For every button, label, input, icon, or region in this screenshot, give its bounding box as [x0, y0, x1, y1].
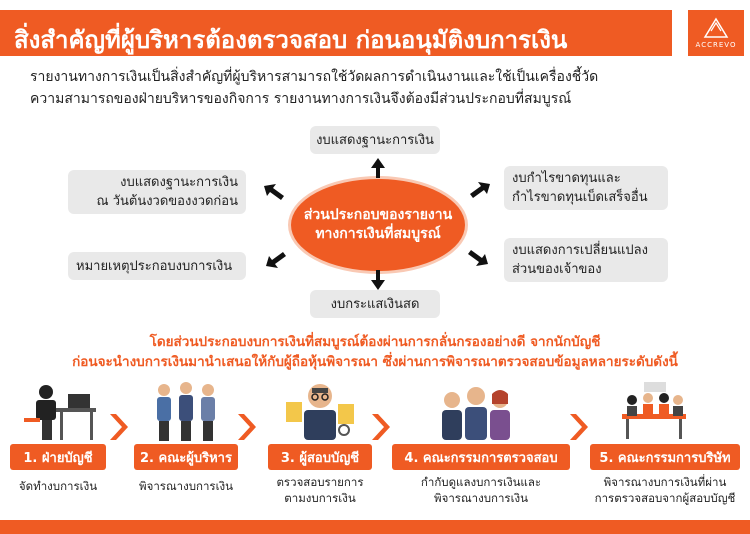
bottom-bar [0, 520, 750, 534]
process-intro-line: โดยส่วนประกอบงบการเงินที่สมบูรณ์ต้องผ่าน… [149, 334, 601, 350]
intro-line: รายงานทางการเงินเป็นสิ่งสำคัญที่ผู้บริหา… [30, 69, 599, 85]
component-label: งบกำไรขาดทุนและ [512, 171, 621, 186]
step-1-label: 1. ฝ่ายบัญชี [10, 444, 106, 470]
step-2-description: พิจารณางบการเงิน [128, 478, 244, 494]
arrow-upright-icon [470, 182, 490, 198]
component-label: งบแสดงฐานะการเงิน [120, 175, 238, 190]
step-3-description: ตรวจสอบรายการ ตามงบการเงิน [262, 474, 378, 506]
step-desc-line: พิจารณางบการเงิน [139, 479, 233, 493]
component-label: งบกระแสเงินสด [330, 296, 420, 312]
step-3-label: 3. ผู้สอบบัญชี [268, 444, 372, 470]
component-label: ส่วนของเจ้าของ [512, 262, 602, 277]
intro-line: ความสามารถของฝ่ายบริหารของกิจการ รายงานท… [30, 91, 572, 107]
chevron-right-icon [110, 414, 128, 440]
auditor-icon [286, 384, 354, 440]
process-intro-line: ก่อนจะนำงบการเงินมานำเสนอให้กับผู้ถือหุ้… [72, 354, 678, 370]
component-notes: หมายเหตุประกอบงบการเงิน [68, 252, 246, 280]
step-desc-line: จัดทำงบการเงิน [18, 479, 98, 493]
component-label: หมายเหตุประกอบงบการเงิน [76, 258, 233, 274]
intro-paragraph: รายงานทางการเงินเป็นสิ่งสำคัญที่ผู้บริหา… [30, 66, 730, 110]
component-balance-sheet: งบแสดงฐานะการเงิน [310, 126, 440, 154]
component-label: ณ วันต้นงวดของงวดก่อน [96, 194, 239, 209]
step-5-label: 5. คณะกรรมการบริษัท [590, 444, 740, 470]
logo-mark-icon [703, 17, 729, 38]
arrow-upleft-icon [264, 184, 284, 200]
brand-logo: ACCREVO [688, 10, 744, 56]
step-desc-line: พิจารณางบการเงินที่ผ่าน [603, 475, 727, 489]
step-1-description: จัดทำงบการเงิน [10, 478, 106, 494]
accountant-icon [24, 385, 96, 440]
logo-text: ACCREVO [695, 41, 737, 49]
step-4-description: กำกับดูแลงบการเงินและ พิจารณางบการเงิน [392, 474, 570, 506]
arrow-downright-icon [468, 250, 488, 266]
step-desc-line: ตรวจสอบรายการ [276, 475, 364, 489]
step-4-label: 4. คณะกรรมการตรวจสอบ [392, 444, 570, 470]
step-2-label: 2. คณะผู้บริหาร [134, 444, 238, 470]
component-label: กำไรขาดทุนเบ็ดเสร็จอื่น [512, 190, 648, 205]
arrow-down-icon [371, 270, 385, 290]
center-label: ส่วนประกอบของรายงานทางการเงินที่สมบูรณ์ [303, 207, 453, 242]
chevron-right-icon [570, 414, 588, 440]
component-opening-balance-sheet: งบแสดงฐานะการเงิน ณ วันต้นงวดของงวดก่อน [68, 170, 246, 214]
page-title: สิ่งสำคัญที่ผู้บริหารต้องตรวจสอบ ก่อนอนุ… [14, 26, 568, 54]
component-equity-changes: งบแสดงการเปลี่ยนแปลง ส่วนของเจ้าของ [504, 238, 668, 282]
center-hub: ส่วนประกอบของรายงานทางการเงินที่สมบูรณ์ [288, 176, 468, 274]
component-label: งบแสดงฐานะการเงิน [316, 132, 434, 148]
chevron-right-icon [238, 414, 256, 440]
component-label: งบแสดงการเปลี่ยนแปลง [512, 243, 648, 258]
arrow-up-icon [371, 158, 385, 178]
board-meeting-icon [622, 382, 686, 439]
step-desc-line: ตามงบการเงิน [284, 491, 356, 505]
component-income-statement: งบกำไรขาดทุนและ กำไรขาดทุนเบ็ดเสร็จอื่น [504, 166, 668, 210]
step-desc-line: การตรวจสอบจากผู้สอบบัญชี [594, 491, 736, 505]
executives-icon [157, 382, 215, 441]
step-desc-line: กำกับดูแลงบการเงินและ [420, 475, 542, 489]
step-desc-line: พิจารณางบการเงิน [434, 491, 528, 505]
step-5-description: พิจารณางบการเงินที่ผ่าน การตรวจสอบจากผู้… [590, 474, 740, 506]
chevron-right-icon [372, 414, 390, 440]
audit-committee-icon [442, 387, 510, 440]
title-bar: สิ่งสำคัญที่ผู้บริหารต้องตรวจสอบ ก่อนอนุ… [0, 10, 672, 56]
component-cash-flow: งบกระแสเงินสด [310, 290, 440, 318]
arrow-downleft-icon [266, 252, 286, 268]
